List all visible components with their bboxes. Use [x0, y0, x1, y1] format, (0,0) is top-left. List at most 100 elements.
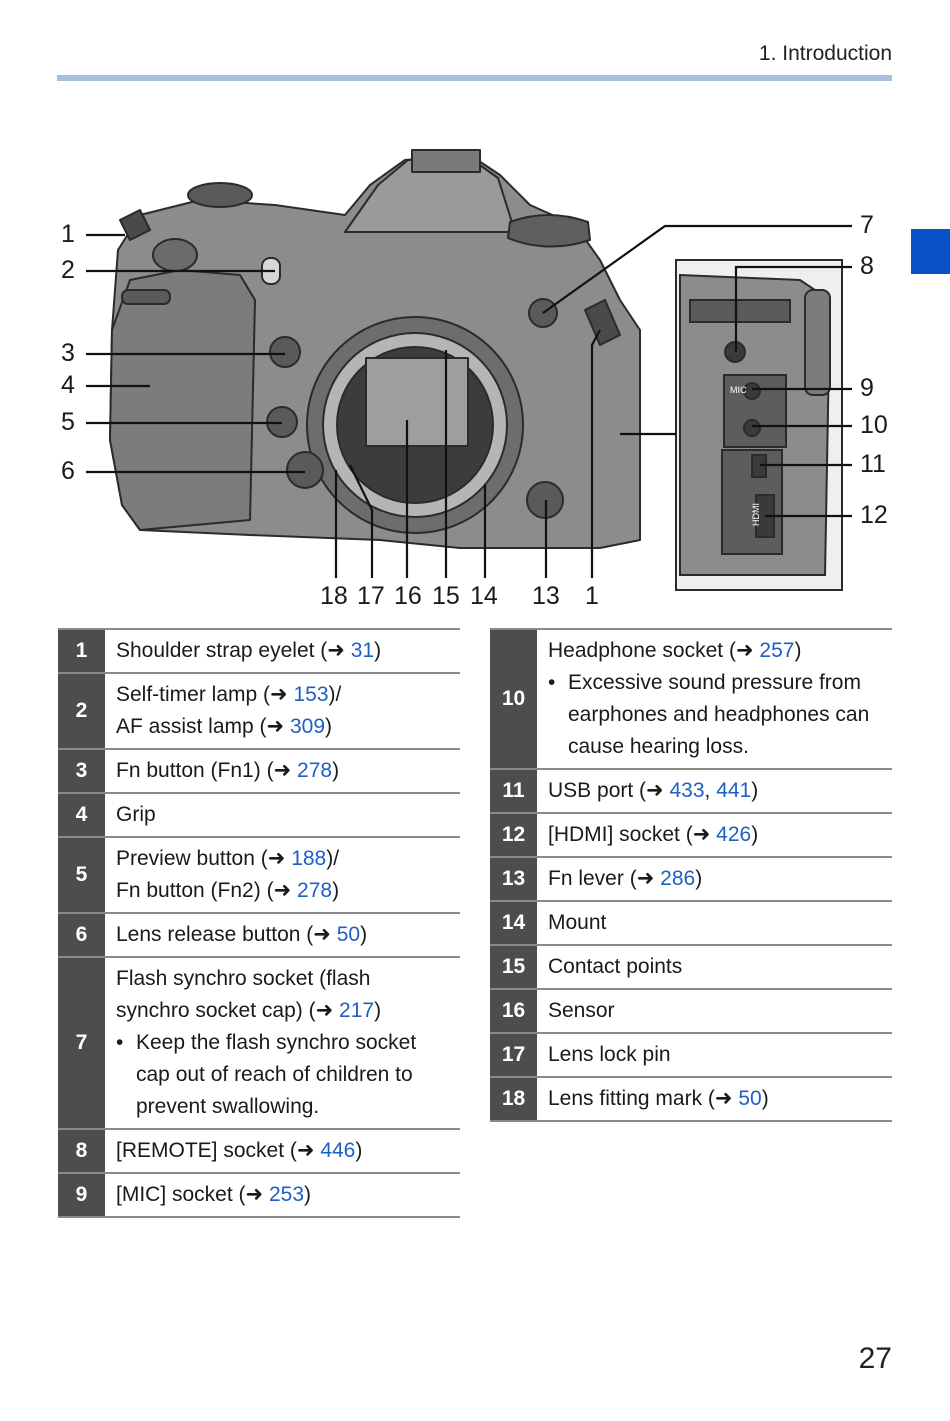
- part-label: Sensor: [548, 999, 615, 1022]
- arrow-icon: ➜: [636, 867, 655, 890]
- description-line: AF assist lamp (➜ 309): [116, 711, 452, 743]
- part-description: [REMOTE] socket (➜ 446): [105, 1129, 460, 1173]
- page-ref-link[interactable]: 441: [716, 779, 752, 802]
- part-label: Headphone socket (: [548, 639, 736, 662]
- part-label: Preview button (: [116, 847, 268, 870]
- grip: [109, 269, 256, 531]
- arrow-icon: ➜: [714, 1087, 733, 1110]
- page-ref-link[interactable]: 309: [289, 715, 326, 738]
- part-number: 9: [58, 1173, 105, 1217]
- ref-close: ): [751, 779, 759, 802]
- page-ref-link[interactable]: 278: [297, 879, 333, 902]
- ref-close: )/: [326, 847, 340, 870]
- callout-1-bottom: 1: [585, 582, 599, 610]
- ref-close: ): [332, 879, 340, 902]
- ref-close: ): [360, 923, 368, 946]
- callout-3: 3: [61, 339, 75, 367]
- arrow-icon: ➜: [266, 715, 285, 738]
- part-description: Self-timer lamp (➜ 153)/AF assist lamp (…: [105, 673, 460, 749]
- page-ref-link[interactable]: 153: [293, 683, 329, 706]
- ref-close: ): [695, 867, 703, 890]
- arrow-icon: ➜: [273, 879, 292, 902]
- ref-close: ): [374, 639, 382, 662]
- part-description: Lens release button (➜ 50): [105, 913, 460, 957]
- part-row: 9[MIC] socket (➜ 253): [58, 1173, 460, 1217]
- description-line: Preview button (➜ 188)/: [116, 843, 452, 875]
- part-description: Mount: [537, 901, 892, 945]
- arrow-icon: ➜: [735, 639, 754, 662]
- part-description: Shoulder strap eyelet (➜ 31): [105, 629, 460, 673]
- part-label: synchro socket cap) (: [116, 999, 316, 1022]
- description-line: Lens release button (➜ 50): [116, 919, 452, 951]
- arrow-icon: ➜: [270, 683, 288, 706]
- page-ref-link[interactable]: 278: [297, 759, 333, 782]
- page-ref-link[interactable]: 433: [669, 779, 705, 802]
- page-ref-link[interactable]: 446: [320, 1139, 356, 1162]
- description-line: USB port (➜ 433, 441): [548, 779, 759, 802]
- part-label: [HDMI] socket (: [548, 823, 693, 846]
- description-line: Grip: [116, 799, 452, 831]
- callout-17: 17: [357, 582, 385, 610]
- part-description: Lens fitting mark (➜ 50): [537, 1077, 892, 1121]
- description-line: Lens lock pin: [548, 1039, 884, 1071]
- part-number: 12: [490, 813, 537, 857]
- bullet-icon: •: [548, 671, 556, 694]
- part-label: Mount: [548, 911, 607, 934]
- ref-close: ): [325, 715, 333, 738]
- callout-10: 10: [860, 411, 888, 439]
- page-ref-link[interactable]: 257: [759, 639, 795, 662]
- page-ref-link[interactable]: 50: [738, 1087, 762, 1110]
- part-description: [HDMI] socket (➜ 426): [537, 813, 892, 857]
- part-number: 11: [490, 769, 537, 813]
- part-description: Grip: [105, 793, 460, 837]
- page-ref-link[interactable]: 217: [339, 999, 375, 1022]
- header-rule: [57, 75, 892, 81]
- ref-close: ): [332, 759, 340, 782]
- description-line: Shoulder strap eyelet (➜ 31): [116, 635, 452, 667]
- ref-close: ): [761, 1087, 769, 1110]
- part-row: 18 Lens fitting mark (➜ 50): [490, 1077, 892, 1121]
- page-ref-link[interactable]: 50: [336, 923, 361, 946]
- hdmi-mark: HDMI: [751, 503, 761, 526]
- mic-mark: MIC: [730, 385, 747, 395]
- part-number: 7: [58, 957, 105, 1129]
- ref-close: ): [304, 1183, 312, 1206]
- part-number: 2: [58, 673, 105, 749]
- part-number: 14: [490, 901, 537, 945]
- part-row: 11 USB port (➜ 433, 441): [490, 769, 892, 813]
- arrow-icon: ➜: [692, 823, 711, 846]
- part-row: 8[REMOTE] socket (➜ 446): [58, 1129, 460, 1173]
- top-dial-right: [507, 214, 591, 248]
- callout-9: 9: [860, 374, 874, 402]
- page-ref-link[interactable]: 188: [291, 847, 327, 870]
- header-title: 1. Introduction: [758, 42, 892, 65]
- description-line: synchro socket cap) (➜ 217): [116, 995, 452, 1027]
- page-ref-link[interactable]: 286: [660, 867, 696, 890]
- fn1-button: [269, 336, 301, 368]
- page-ref-link[interactable]: 426: [716, 823, 752, 846]
- part-number: 13: [490, 857, 537, 901]
- part-row: 12[HDMI] socket (➜ 426): [490, 813, 892, 857]
- description-line: Fn button (Fn1) (➜ 278): [116, 755, 452, 787]
- part-label: AF assist lamp (: [116, 715, 267, 738]
- chapter-tab[interactable]: [911, 229, 950, 274]
- page-ref-link[interactable]: 253: [268, 1183, 305, 1206]
- camera-drawing: MIC HDMI: [86, 149, 852, 591]
- description-line: Contact points: [548, 951, 884, 983]
- hot-shoe: [411, 149, 481, 173]
- arrow-icon: ➜: [327, 639, 345, 662]
- description-line: Lens fitting mark (➜ 50): [548, 1083, 884, 1115]
- page-ref-link[interactable]: 31: [350, 639, 375, 662]
- part-number: 8: [58, 1129, 105, 1173]
- ref-close: ): [751, 823, 759, 846]
- part-number: 18: [490, 1077, 537, 1121]
- part-description: Preview button (➜ 188)/Fn button (Fn2) (…: [105, 837, 460, 913]
